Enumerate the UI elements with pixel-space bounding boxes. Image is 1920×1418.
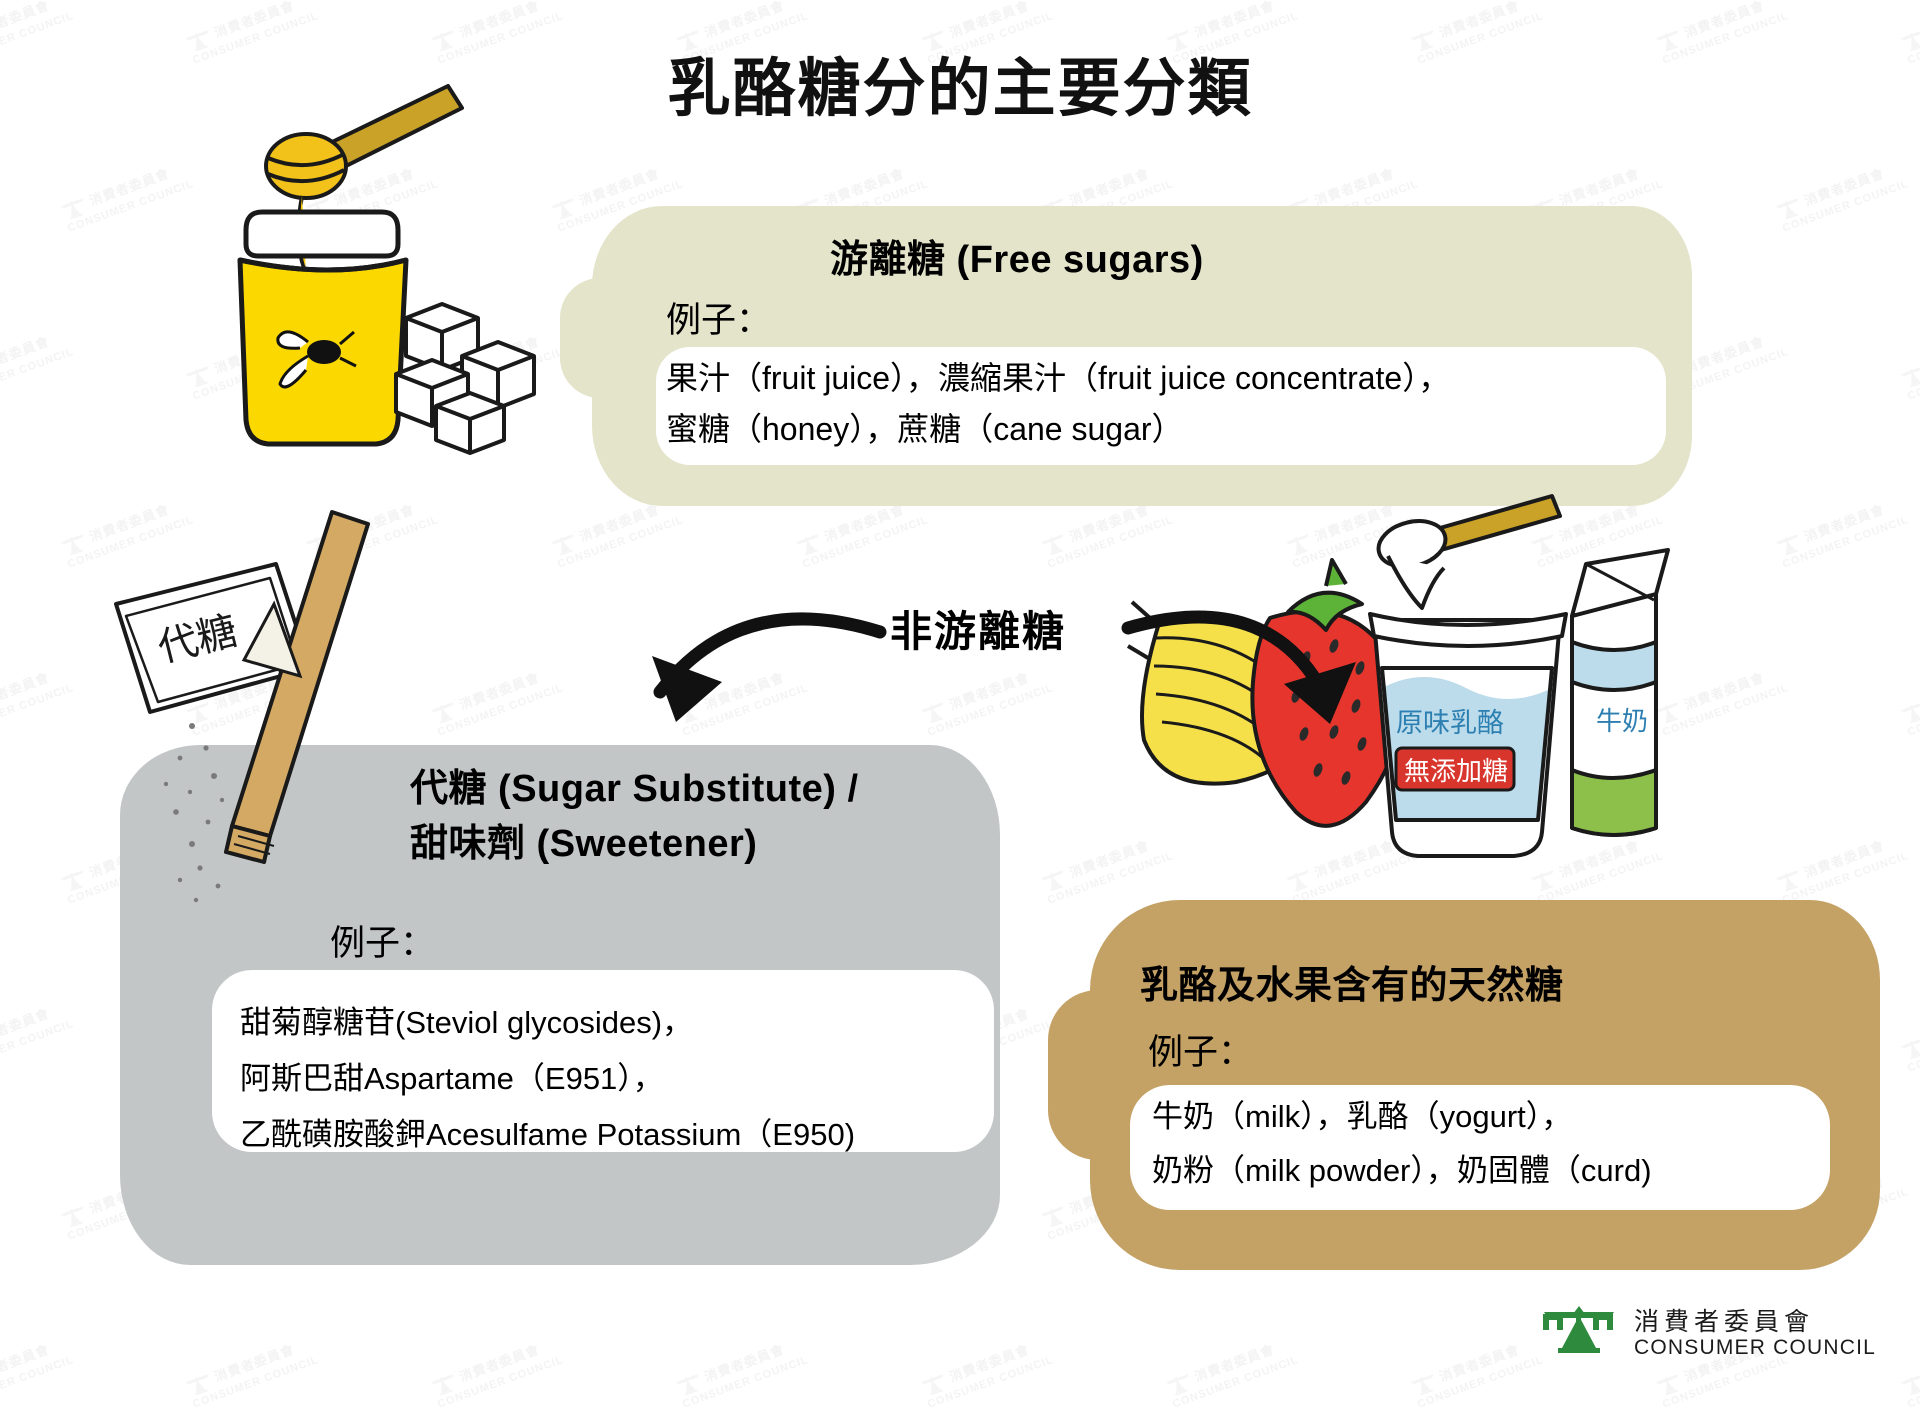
sugar-substitute-heading: 代糖 (Sugar Substitute) / 甜味劑 (Sweetener) [410, 762, 859, 872]
logo-name-cn: 消費者委員會 [1634, 1307, 1815, 1336]
free-sugars-examples: 果汁（fruit juice），濃縮果汁（fruit juice concent… [666, 353, 1450, 455]
natural-sugars-example-line: 奶粉（milk powder），奶固體（curd) [1152, 1153, 1652, 1188]
scales-icon [1540, 1302, 1618, 1365]
natural-sugars-examples: 牛奶（milk），乳酪（yogurt）， 奶粉（milk powder），奶固體… [1152, 1090, 1652, 1198]
sugar-substitute-examples: 甜菊醇糖苷(Steviol glycosides)， 阿斯巴甜Aspartame… [240, 995, 855, 1163]
sugar-substitute-example-line: 乙酰磺胺酸鉀Acesulfame Potassium（E950) [240, 1117, 856, 1152]
sugar-substitute-example-line: 甜菊醇糖苷(Steviol glycosides)， [240, 1005, 694, 1040]
page-title: 乳酪糖分的主要分類 [667, 54, 1253, 124]
free-sugars-examples-label: 例子： [666, 301, 772, 340]
natural-sugars-heading: 乳酪及水果含有的天然糖 [1140, 965, 1564, 1007]
sugar-substitute-example-card [212, 970, 994, 1152]
free-sugars-example-line: 果汁（fruit juice），濃縮果汁（fruit juice concent… [666, 360, 1451, 396]
free-sugars-example-line: 蜜糖（honey），蔗糖（cane sugar） [666, 411, 1184, 447]
natural-sugars-example-card [1130, 1085, 1830, 1210]
non-free-sugars-label: 非游離糖 [890, 608, 1067, 655]
arrow-head-left [652, 656, 722, 722]
natural-sugars-examples-label: 例子： [1148, 1033, 1254, 1072]
arrow-head-right [1284, 662, 1356, 724]
logo-text: 消費者委員會 CONSUMER COUNCIL [1634, 1308, 1920, 1360]
yogurt-badge-label: 無添加糖 [1404, 756, 1508, 786]
yogurt-cup-label: 原味乳酪 [1396, 708, 1504, 738]
sweetener-packet-illustration: 代糖 [80, 500, 500, 945]
logo-name-en: CONSUMER COUNCIL [1634, 1335, 1877, 1359]
milk-carton-label: 牛奶 [1596, 706, 1648, 736]
free-sugars-heading: 游離糖 (Free sugars) [830, 239, 1204, 281]
honey-jar-illustration [210, 80, 570, 465]
consumer-council-logo: 消費者委員會 CONSUMER COUNCIL [1540, 1302, 1920, 1365]
sugar-substitute-heading-line2: 甜味劑 (Sweetener) [410, 823, 758, 865]
sugar-substitute-example-line: 阿斯巴甜Aspartame（E951）， [240, 1061, 664, 1096]
sugar-substitute-heading-line1: 代糖 (Sugar Substitute) / [410, 768, 859, 810]
sugar-substitute-examples-label: 例子： [330, 924, 436, 963]
free-sugars-example-card [656, 347, 1666, 465]
natural-sugars-example-line: 牛奶（milk），乳酪（yogurt）， [1152, 1099, 1573, 1134]
